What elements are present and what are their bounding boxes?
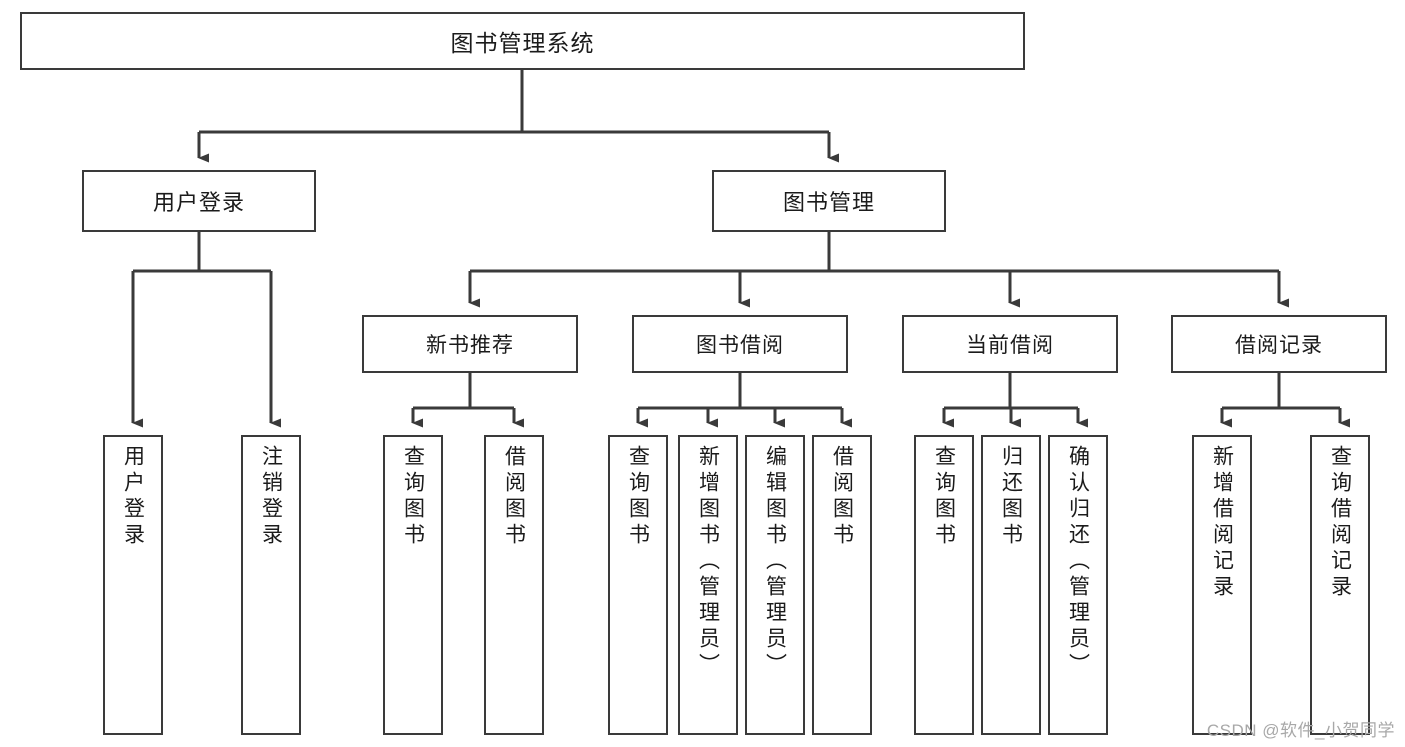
node-book-management[interactable]: 图书管理 xyxy=(712,170,946,232)
node-label: 新增图书（管理员） xyxy=(696,445,720,679)
node-label: 用户登录 xyxy=(121,445,145,549)
leaf-confirm-return-admin[interactable]: 确认归还（管理员） xyxy=(1048,435,1108,735)
node-label: 新书推荐 xyxy=(426,334,514,357)
node-label: 借阅图书 xyxy=(830,445,854,549)
watermark-credit: CSDN @软件_小贺同学 xyxy=(1206,721,1395,740)
node-label: 当前借阅 xyxy=(966,334,1054,357)
leaf-query-book-current[interactable]: 查询图书 xyxy=(914,435,974,735)
node-label: 图书管理系统 xyxy=(450,30,595,56)
node-label: 查询图书 xyxy=(626,445,650,549)
node-label: 借阅图书 xyxy=(502,445,526,549)
node-user-login[interactable]: 用户登录 xyxy=(82,170,316,232)
node-label: 归还图书 xyxy=(999,445,1023,549)
node-label: 查询图书 xyxy=(401,445,425,549)
node-label: 注销登录 xyxy=(259,445,283,549)
leaf-edit-book-admin[interactable]: 编辑图书（管理员） xyxy=(745,435,805,735)
node-label: 查询图书 xyxy=(932,445,956,549)
node-current-borrow[interactable]: 当前借阅 xyxy=(902,315,1118,373)
node-new-book-recommend[interactable]: 新书推荐 xyxy=(362,315,578,373)
leaf-query-book-recommend[interactable]: 查询图书 xyxy=(383,435,443,735)
node-label: 用户登录 xyxy=(152,190,245,215)
node-label: 编辑图书（管理员） xyxy=(763,445,787,679)
leaf-add-book-admin[interactable]: 新增图书（管理员） xyxy=(678,435,738,735)
leaf-add-borrow-record[interactable]: 新增借阅记录 xyxy=(1192,435,1252,735)
node-label: 借阅记录 xyxy=(1235,334,1323,357)
node-label: 确认归还（管理员） xyxy=(1066,445,1090,679)
leaf-borrow-book-recommend[interactable]: 借阅图书 xyxy=(484,435,544,735)
leaf-logout-login[interactable]: 注销登录 xyxy=(241,435,301,735)
node-label: 新增借阅记录 xyxy=(1210,445,1234,601)
node-book-borrow[interactable]: 图书借阅 xyxy=(632,315,848,373)
leaf-query-book-borrow[interactable]: 查询图书 xyxy=(608,435,668,735)
node-label: 图书借阅 xyxy=(696,334,784,357)
node-label: 图书管理 xyxy=(782,190,875,215)
node-label: 查询借阅记录 xyxy=(1328,445,1352,601)
leaf-query-borrow-record[interactable]: 查询借阅记录 xyxy=(1310,435,1370,735)
leaf-user-login[interactable]: 用户登录 xyxy=(103,435,163,735)
leaf-return-book[interactable]: 归还图书 xyxy=(981,435,1041,735)
node-root-system[interactable]: 图书管理系统 xyxy=(20,12,1025,70)
leaf-borrow-book[interactable]: 借阅图书 xyxy=(812,435,872,735)
node-borrow-records[interactable]: 借阅记录 xyxy=(1171,315,1387,373)
